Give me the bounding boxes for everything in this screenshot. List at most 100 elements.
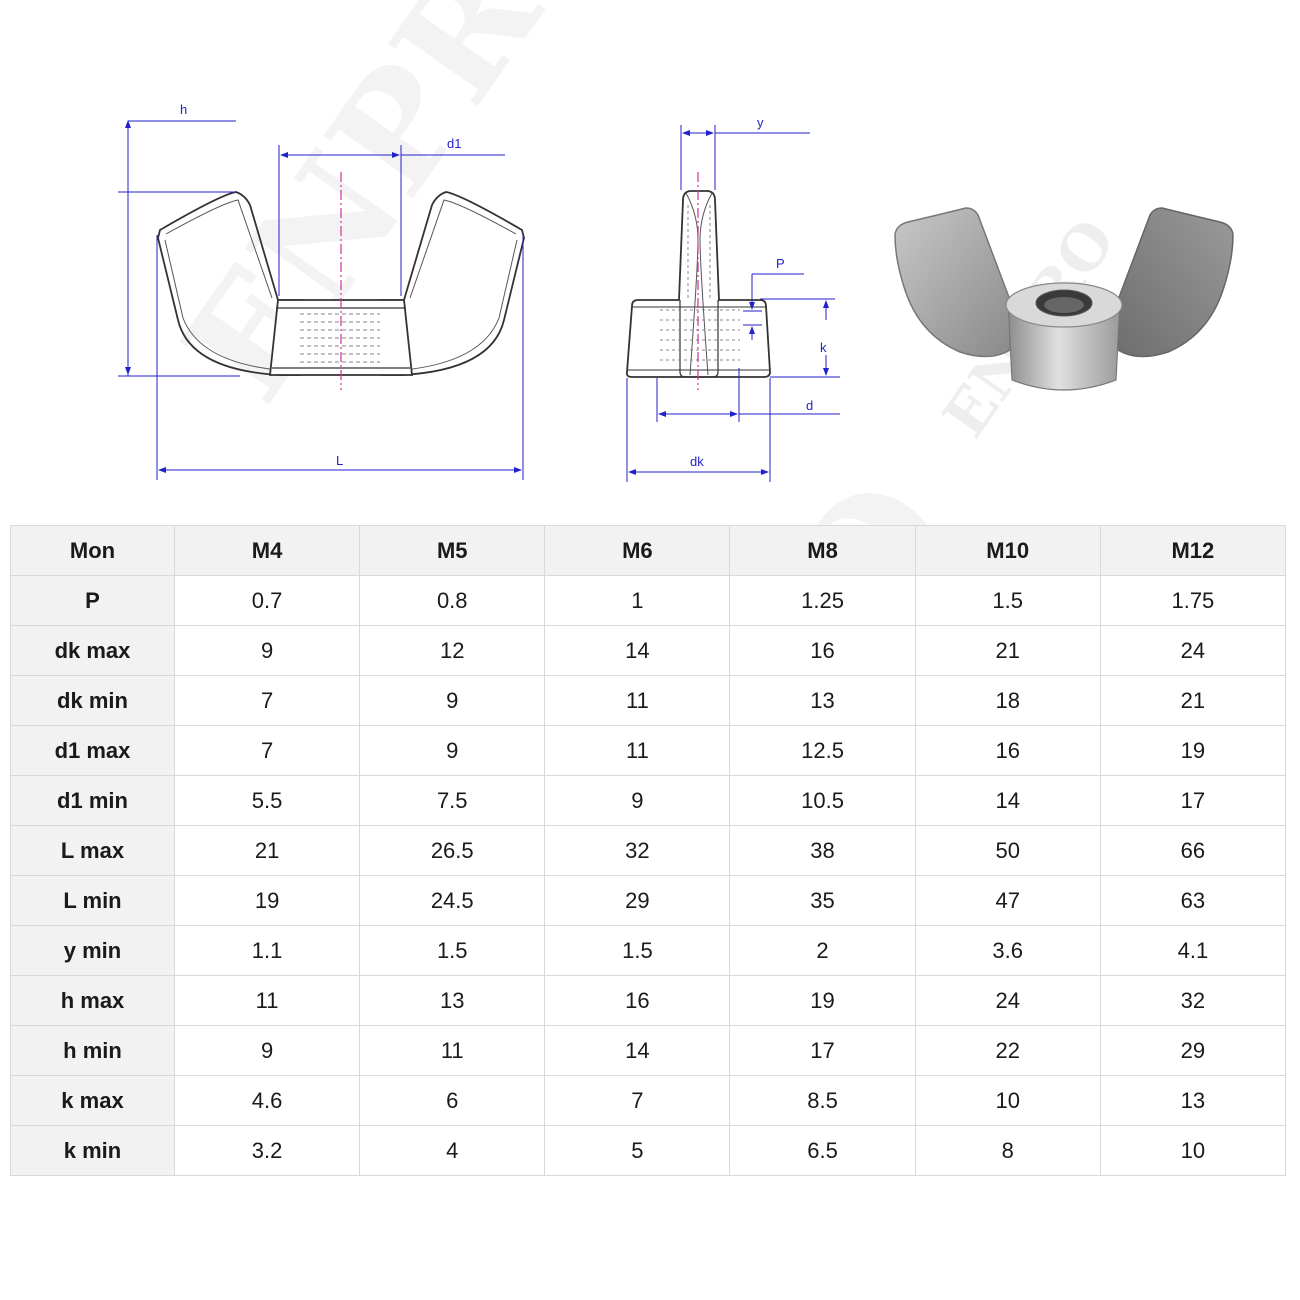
table-cell: 32 <box>544 825 731 876</box>
row-label: L max <box>10 825 175 876</box>
table-cell: 11 <box>544 675 731 726</box>
table-cell: 3.6 <box>914 925 1101 976</box>
table-cell: 63 <box>1099 875 1287 926</box>
table-cell: 10.5 <box>729 775 916 826</box>
table-cell: 24 <box>914 975 1101 1026</box>
row-label: k min <box>10 1125 175 1176</box>
table-cell: 16 <box>914 725 1101 776</box>
table-cell: 1.5 <box>914 575 1101 626</box>
dim-label-L: L <box>336 453 343 468</box>
row-label: k max <box>10 1075 175 1126</box>
table-cell: 9 <box>173 1025 361 1076</box>
row-label: dk min <box>10 675 175 726</box>
table-cell: 10 <box>914 1075 1101 1126</box>
table-cell: 29 <box>544 875 731 926</box>
column-header: M8 <box>729 525 916 576</box>
table-cell: 5.5 <box>173 775 361 826</box>
table-cell: 1.5 <box>359 925 546 976</box>
table-cell: 38 <box>729 825 916 876</box>
table-cell: 9 <box>359 725 546 776</box>
table-cell: 24.5 <box>359 875 546 926</box>
table-cell: 13 <box>359 975 546 1026</box>
table-cell: 29 <box>1099 1025 1287 1076</box>
table-cell: 11 <box>544 725 731 776</box>
dim-label-y: y <box>757 115 764 130</box>
table-cell: 19 <box>1099 725 1287 776</box>
table-cell: 32 <box>1099 975 1287 1026</box>
table-cell: 18 <box>914 675 1101 726</box>
column-header: M12 <box>1099 525 1287 576</box>
row-label: d1 min <box>10 775 175 826</box>
table-cell: 0.7 <box>173 575 361 626</box>
table-cell: 21 <box>914 625 1101 676</box>
table-cell: 11 <box>359 1025 546 1076</box>
table-cell: 66 <box>1099 825 1287 876</box>
row-label: d1 max <box>10 725 175 776</box>
table-cell: 17 <box>729 1025 916 1076</box>
table-cell: 7.5 <box>359 775 546 826</box>
wing-nut-photo <box>894 207 1234 391</box>
table-cell: 7 <box>173 675 361 726</box>
dim-label-d: d <box>806 398 813 413</box>
column-header: Mon <box>10 525 175 576</box>
dim-label-d1: d1 <box>447 136 461 151</box>
row-label: dk max <box>10 625 175 676</box>
table-cell: 7 <box>544 1075 731 1126</box>
column-header: M5 <box>359 525 546 576</box>
table-cell: 13 <box>1099 1075 1287 1126</box>
table-cell: 16 <box>729 625 916 676</box>
table-cell: 21 <box>1099 675 1287 726</box>
row-label: P <box>10 575 175 626</box>
table-cell: 12.5 <box>729 725 916 776</box>
column-header: M6 <box>544 525 731 576</box>
dim-label-dk: dk <box>690 454 704 469</box>
front-view <box>118 120 525 480</box>
table-cell: 5 <box>544 1125 731 1176</box>
table-cell: 13 <box>729 675 916 726</box>
table-cell: 1.5 <box>544 925 731 976</box>
table-cell: 19 <box>729 975 916 1026</box>
row-label: h min <box>10 1025 175 1076</box>
column-header: M10 <box>914 525 1101 576</box>
table-cell: 3.2 <box>173 1125 361 1176</box>
table-cell: 10 <box>1099 1125 1287 1176</box>
table-cell: 16 <box>544 975 731 1026</box>
row-label: h max <box>10 975 175 1026</box>
table-cell: 9 <box>359 675 546 726</box>
table-cell: 1.1 <box>173 925 361 976</box>
table-cell: 35 <box>729 875 916 926</box>
row-label: y min <box>10 925 175 976</box>
row-label: L min <box>10 875 175 926</box>
table-cell: 12 <box>359 625 546 676</box>
dim-label-h: h <box>180 102 187 117</box>
table-cell: 7 <box>173 725 361 776</box>
table-cell: 8.5 <box>729 1075 916 1126</box>
table-cell: 22 <box>914 1025 1101 1076</box>
table-cell: 47 <box>914 875 1101 926</box>
table-cell: 9 <box>173 625 361 676</box>
table-cell: 2 <box>729 925 916 976</box>
table-cell: 50 <box>914 825 1101 876</box>
table-cell: 9 <box>544 775 731 826</box>
table-cell: 6 <box>359 1075 546 1126</box>
technical-drawing: h d1 L <box>118 102 1234 482</box>
table-cell: 14 <box>544 1025 731 1076</box>
table-cell: 14 <box>544 625 731 676</box>
table-cell: 24 <box>1099 625 1287 676</box>
table-cell: 26.5 <box>359 825 546 876</box>
table-cell: 8 <box>914 1125 1101 1176</box>
table-cell: 17 <box>1099 775 1287 826</box>
table-cell: 21 <box>173 825 361 876</box>
